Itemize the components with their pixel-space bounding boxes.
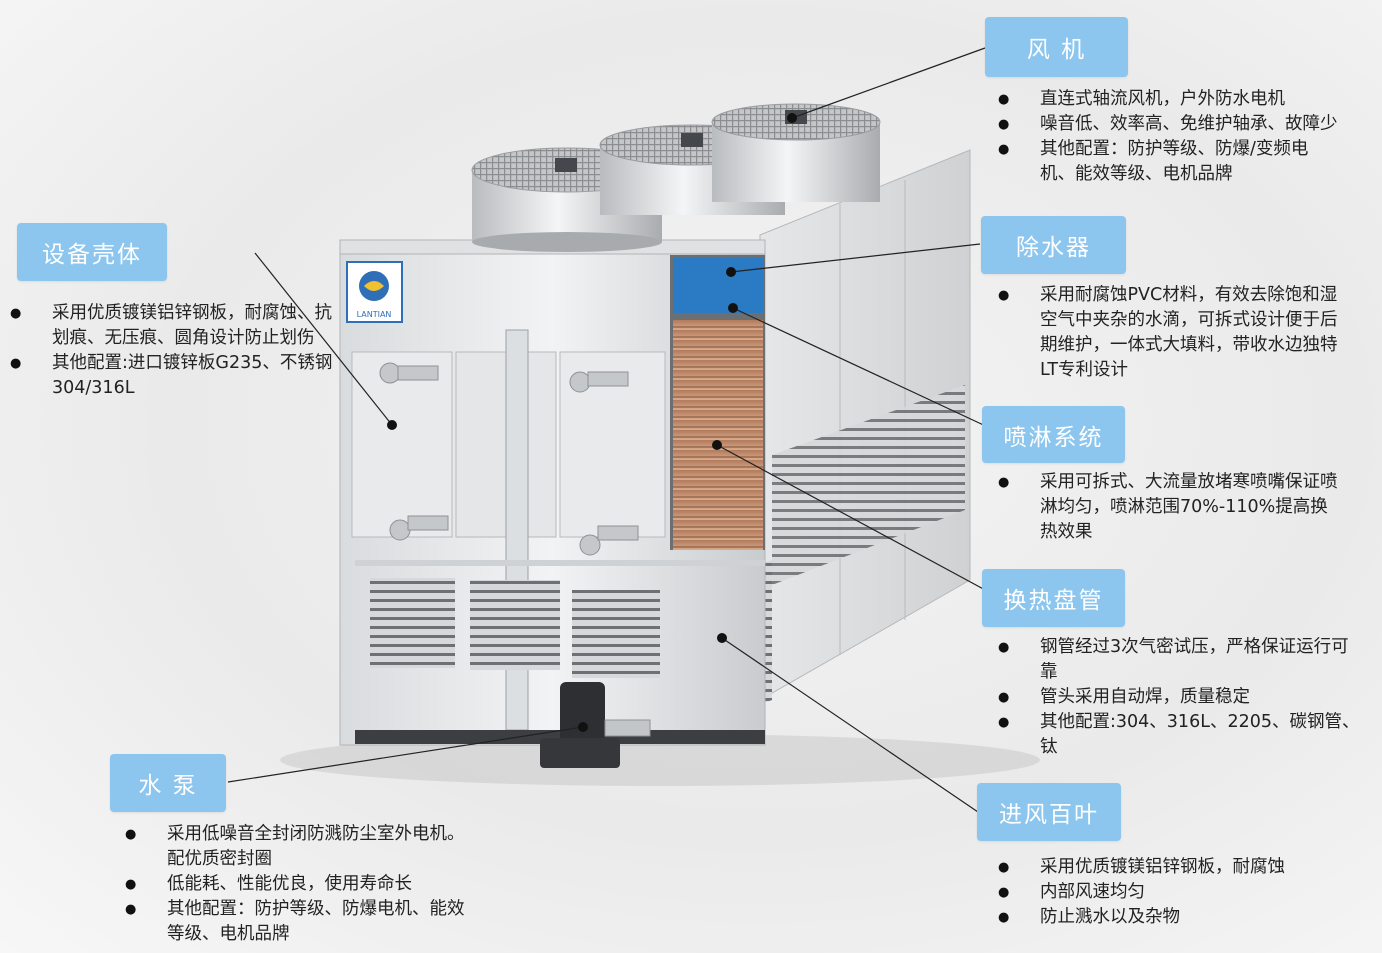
label-casing: 设备壳体 (17, 223, 167, 281)
bullets-eliminator: 采用耐腐蚀PVC材料，有效去除饱和湿空气中夹杂的水滴，可拆式设计便于后期维护，一… (998, 283, 1343, 383)
label-coil: 换热盘管 (982, 569, 1125, 627)
logo-text: LANTIAN (357, 310, 392, 319)
list-item: 采用耐腐蚀PVC材料，有效去除饱和湿空气中夹杂的水滴，可拆式设计便于后期维护，一… (998, 283, 1343, 383)
label-pump: 水 泵 (110, 754, 226, 812)
bullets-fan: 直连式轴流风机，户外防水电机 噪音低、效率高、免维护轴承、故障少 其他配置：防护… (998, 87, 1338, 187)
list-item: 采用可拆式、大流量放堵寒喷嘴保证喷淋均匀，喷淋范围70%-110%提高换热效果 (998, 470, 1343, 545)
list-item: 其他配置：防护等级、防爆电机、能效等级、电机品牌 (125, 897, 470, 947)
bullets-spray: 采用可拆式、大流量放堵寒喷嘴保证喷淋均匀，喷淋范围70%-110%提高换热效果 (998, 470, 1343, 545)
label-louver: 进风百叶 (977, 783, 1121, 841)
list-item: 直连式轴流风机，户外防水电机 (998, 87, 1338, 112)
list-item: 其他配置：防护等级、防爆/变频电机、能效等级、电机品牌 (998, 137, 1338, 187)
bullets-pump: 采用低噪音全封闭防溅防尘室外电机。配优质密封圈 低能耗、性能优良，使用寿命长 其… (125, 822, 470, 947)
bullets-coil: 钢管经过3次气密试压，严格保证运行可靠 管头采用自动焊，质量稳定 其他配置:30… (998, 635, 1363, 760)
list-item: 噪音低、效率高、免维护轴承、故障少 (998, 112, 1338, 137)
label-spray: 喷淋系统 (982, 406, 1125, 463)
label-fan: 风 机 (985, 17, 1128, 77)
list-item: 内部风速均匀 (998, 880, 1343, 905)
list-item: 钢管经过3次气密试压，严格保证运行可靠 (998, 635, 1363, 685)
list-item: 其他配置:进口镀锌板G235、不锈钢304/316L (10, 351, 340, 401)
list-item: 采用优质镀镁铝锌钢板，耐腐蚀 (998, 855, 1343, 880)
list-item: 管头采用自动焊，质量稳定 (998, 685, 1363, 710)
list-item: 防止溅水以及杂物 (998, 905, 1343, 930)
list-item: 低能耗、性能优良，使用寿命长 (125, 872, 470, 897)
label-eliminator: 除水器 (981, 216, 1126, 274)
bullets-louver: 采用优质镀镁铝锌钢板，耐腐蚀 内部风速均匀 防止溅水以及杂物 (998, 855, 1343, 930)
list-item: 其他配置:304、316L、2205、碳钢管、钛 (998, 710, 1363, 760)
list-item: 采用优质镀镁铝锌钢板，耐腐蚀、抗划痕、无压痕、圆角设计防止划伤 (10, 301, 340, 351)
list-item: 采用低噪音全封闭防溅防尘室外电机。配优质密封圈 (125, 822, 470, 872)
bullets-casing: 采用优质镀镁铝锌钢板，耐腐蚀、抗划痕、无压痕、圆角设计防止划伤 其他配置:进口镀… (10, 301, 340, 401)
